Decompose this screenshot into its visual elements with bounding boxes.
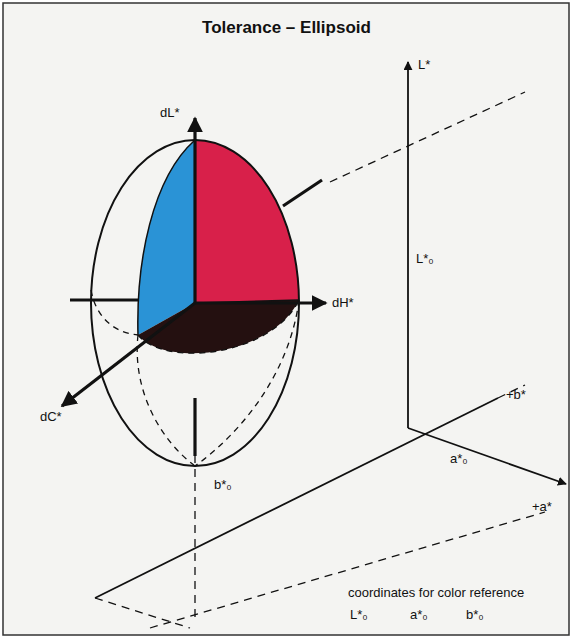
coordinate-label: a*₀ — [450, 452, 468, 466]
coordinate-label: L*₀ — [416, 252, 434, 266]
note-coordinate: b*₀ — [466, 608, 484, 622]
axis-label: dC* — [40, 410, 62, 424]
note-coordinate: L*₀ — [350, 608, 368, 622]
axis-label: L* — [418, 58, 430, 72]
ellipsoid-axes — [62, 118, 326, 456]
note-text: coordinates for color reference — [348, 586, 524, 600]
note-coordinate: a*₀ — [410, 608, 428, 622]
frame — [3, 3, 569, 635]
coordinate-label: b*₀ — [214, 478, 232, 492]
axis-label: +b* — [506, 388, 526, 402]
axis-label: dL* — [160, 106, 180, 120]
axis-label: dH* — [332, 296, 354, 310]
axis-label: +a* — [532, 500, 552, 514]
diagram-title: Tolerance – Ellipsoid — [0, 18, 573, 38]
